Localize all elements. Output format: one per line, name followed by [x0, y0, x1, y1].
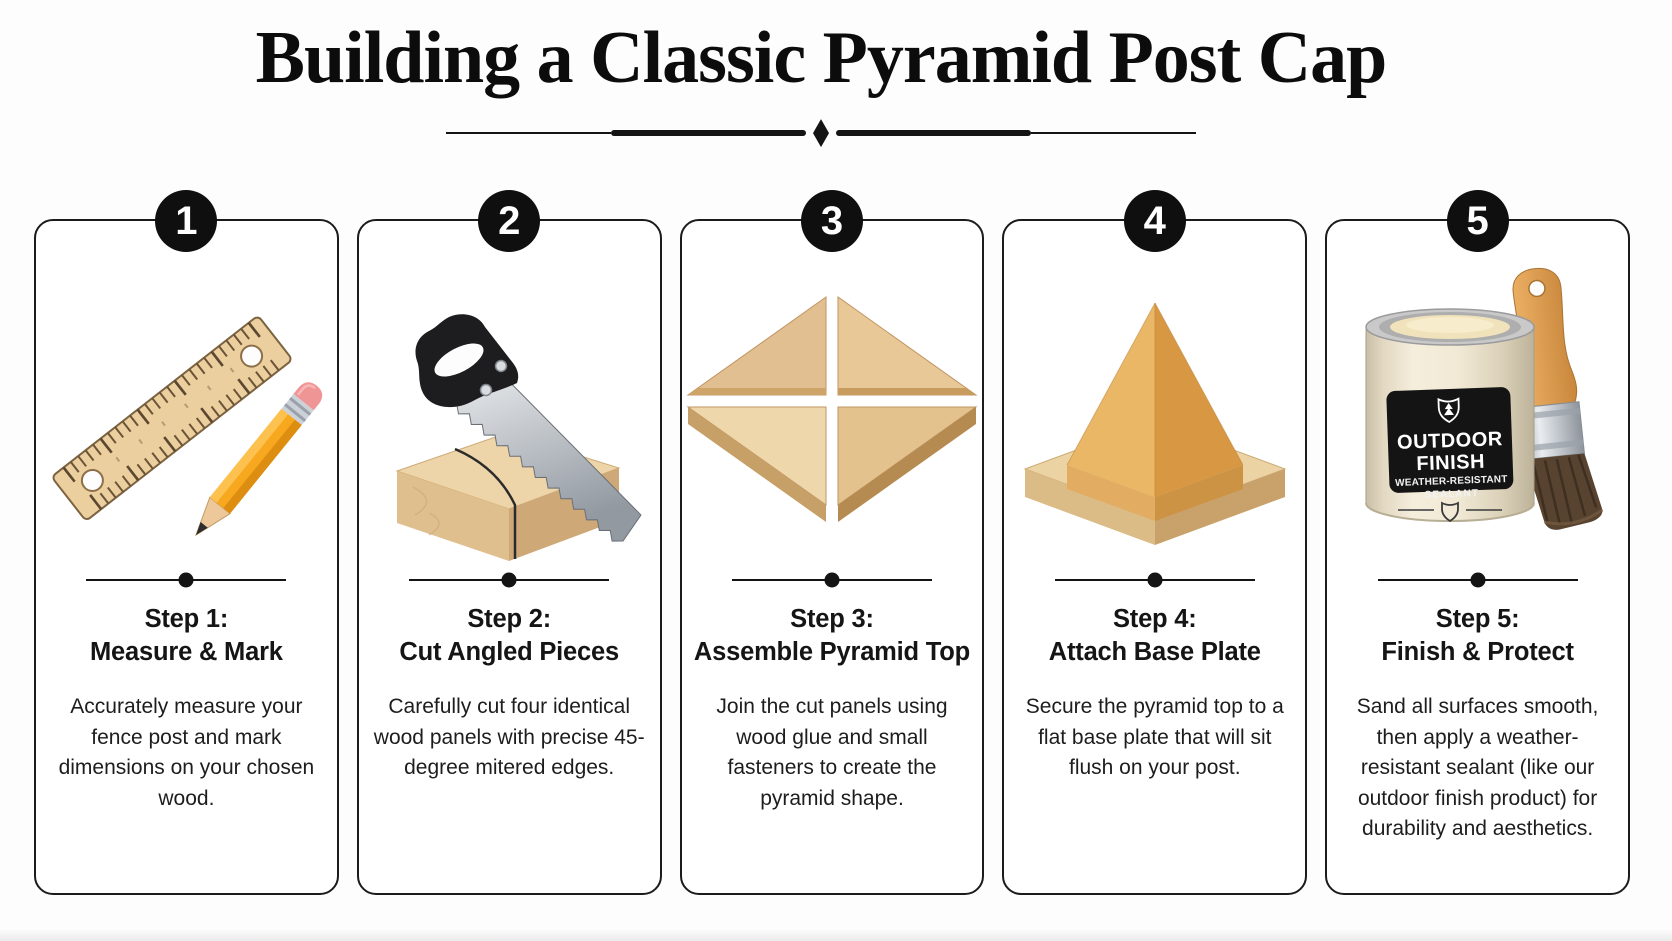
illustration-step-3: [682, 247, 983, 579]
step-card-4: 4 Step 4: Attach Ba: [1002, 190, 1308, 896]
step-title-line2: Cut Angled Pieces: [399, 637, 619, 666]
ruler-and-pencil-icon: [52, 316, 323, 537]
step-number-badge: 1: [155, 190, 218, 253]
step-title-line1: Step 4:: [1112, 605, 1197, 634]
step-number-badge: 5: [1446, 190, 1509, 253]
header: Building a Classic Pyramid Post Cap: [0, 0, 1672, 148]
step-card-2: 2: [356, 190, 662, 896]
label-line-2: FINISH: [1416, 451, 1485, 475]
label-line-3: WEATHER-RESISTANT: [1395, 474, 1508, 489]
shield-icon-small: [1440, 501, 1459, 523]
step-title-line2: Measure & Mark: [90, 637, 283, 666]
title-divider: [0, 119, 1642, 148]
step-description: Carefully cut four identical wood panels…: [373, 695, 645, 780]
shield-icon: [1437, 397, 1460, 424]
sealant-can-and-brush-icon: OUTDOOR FINISH WEATHER-RESISTANT SEALANT: [1364, 267, 1603, 530]
step-card-5: 5: [1325, 190, 1630, 896]
step-title: Step 3: Assemble Pyramid Top: [686, 603, 979, 668]
panel-bottom-right: [837, 406, 978, 523]
diamond-icon: [813, 119, 829, 148]
step-description: Join the cut panels using wood glue and …: [716, 695, 948, 810]
illustration-step-1: [36, 247, 337, 579]
step-divider: [409, 579, 610, 582]
step-number-badge: 2: [478, 190, 541, 253]
step-number-badge: 4: [1123, 190, 1186, 253]
panel-top-left: [686, 296, 827, 396]
step-title-line2: Attach Base Plate: [1048, 637, 1261, 666]
step-description: Secure the pyramid top to a flat base pl…: [1025, 695, 1284, 780]
panel-bottom-left: [686, 406, 827, 523]
step-divider: [1054, 579, 1255, 582]
step-divider: [86, 579, 287, 582]
divider-line-left: [446, 132, 611, 135]
label-line-4: SEALANT: [1424, 488, 1479, 501]
step-title: Step 2: Cut Angled Pieces: [363, 603, 656, 668]
step-title: Step 1: Measure & Mark: [40, 603, 333, 668]
pencil-cut-line: [454, 447, 517, 560]
pyramid-cap: [1066, 302, 1244, 522]
illustration-step-5: OUTDOOR FINISH WEATHER-RESISTANT SEALANT: [1327, 247, 1628, 579]
step-title-line1: Step 2:: [467, 605, 551, 634]
pencil: [195, 382, 323, 537]
saw-handle: [415, 314, 519, 408]
step-title: Step 4: Attach Base Plate: [1008, 603, 1301, 668]
label-line-1: OUTDOOR: [1396, 428, 1502, 454]
divider-bar-left: [611, 130, 806, 137]
step-title-line1: Step 1:: [144, 605, 229, 634]
ruler: [52, 316, 292, 521]
step-description: Accurately measure your fence post and m…: [58, 695, 315, 810]
four-mitered-panels-icon: [686, 296, 978, 523]
divider-bar-right: [836, 130, 1031, 137]
step-card-1: 1: [34, 190, 339, 896]
steps-row: 1: [0, 190, 1672, 896]
step-divider: [731, 579, 932, 582]
brush-hang-hole: [1527, 279, 1546, 298]
step-divider: [1377, 579, 1578, 582]
illustration-step-4: [1004, 247, 1305, 579]
step-title-line1: Step 3:: [790, 605, 874, 634]
saw-blade: [456, 358, 642, 542]
step-card-3: 3: [679, 190, 985, 896]
step-number-badge: 3: [800, 190, 863, 253]
bottom-fade: [0, 929, 1672, 941]
step-title-line2: Finish & Protect: [1381, 637, 1574, 666]
step-title-line2: Assemble Pyramid Top: [693, 637, 971, 666]
can-label: OUTDOOR FINISH WEATHER-RESISTANT SEALANT: [1386, 387, 1513, 501]
illustration-step-2: [359, 247, 660, 579]
divider-line-right: [1031, 132, 1196, 135]
panel-top-right: [837, 296, 978, 396]
step-description: Sand all surfaces smooth, then apply a w…: [1356, 695, 1599, 841]
paint-can: OUTDOOR FINISH WEATHER-RESISTANT SEALANT: [1364, 308, 1535, 523]
handsaw-and-wood-block-icon: [395, 314, 642, 562]
step-title-line1: Step 5:: [1435, 605, 1520, 634]
pyramid-on-base-plate-icon: [1023, 302, 1287, 546]
step-title: Step 5: Finish & Protect: [1331, 603, 1624, 668]
page-title: Building a Classic Pyramid Post Cap: [255, 17, 1388, 99]
